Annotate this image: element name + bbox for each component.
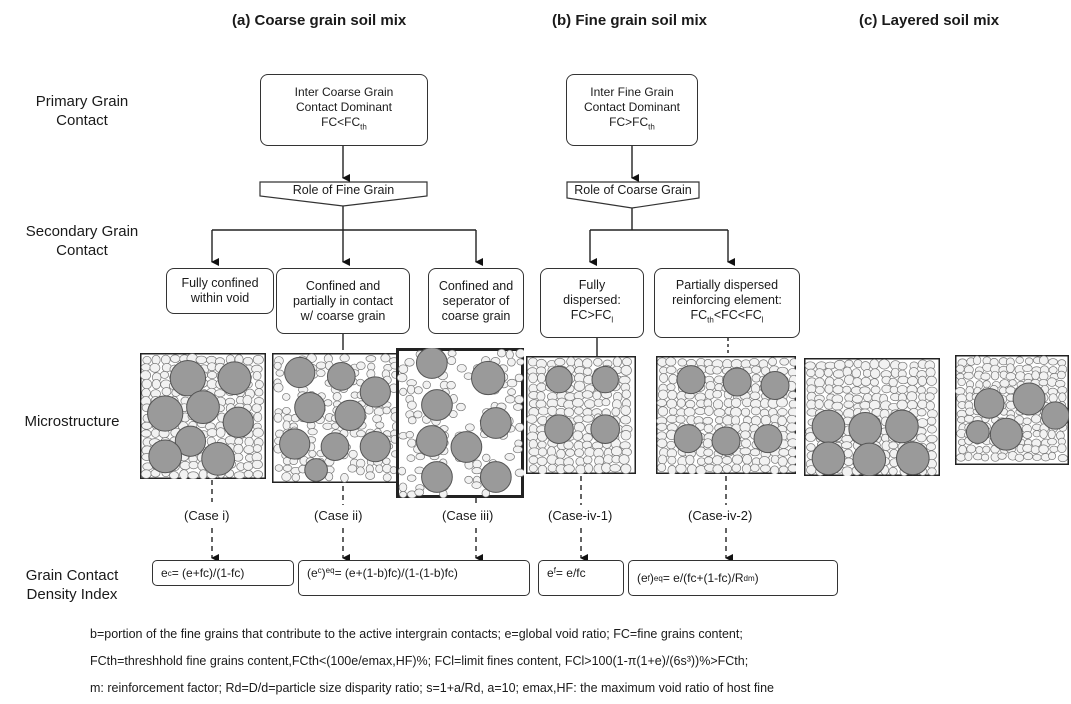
heading-layered-soil-mix: (c) Layered soil mix	[859, 12, 1000, 29]
row-label-microstructure: Microstructure	[2, 412, 142, 431]
eq-text: e	[547, 566, 554, 580]
microstructure-layered-1	[804, 358, 940, 476]
condition-subscript: th	[707, 315, 714, 325]
box-line: dispersed:	[563, 293, 621, 308]
role-of-coarse-grain: Role of Coarse Grain	[574, 183, 692, 197]
role-of-fine-grain: Role of Fine Grain	[292, 183, 395, 197]
secondary-confined-separator-box: Confined and seperator of coarse grain	[428, 268, 524, 334]
condition-text: FC	[690, 308, 708, 323]
eq-text: (e	[637, 571, 648, 585]
microstructure-case-i	[140, 353, 266, 479]
microstructure-case-iv-1	[526, 356, 636, 474]
row-label-line: Primary Grain	[35, 93, 129, 110]
secondary-fully-dispersed-box: Fully dispersed: FC>FCl	[540, 268, 644, 338]
case-label-iv-1: (Case-iv-1)	[548, 508, 613, 523]
microstructure-case-iii	[396, 348, 524, 498]
case-label-iii: (Case iii)	[442, 508, 494, 523]
case-label-i: (Case i)	[184, 508, 230, 523]
box-line: coarse grain	[441, 308, 511, 323]
row-label-line: Microstructure	[24, 413, 120, 430]
box-line: Confined and	[438, 278, 514, 293]
microstructure-layered-2	[955, 355, 1069, 465]
eq-text: e	[161, 566, 168, 580]
secondary-confined-partial-contact-box: Confined and partially in contact w/ coa…	[276, 268, 410, 334]
box-line: Partially dispersed	[675, 278, 779, 293]
eq-text: = e/(fc+(1-fc)/R	[662, 571, 744, 585]
eq-text: )	[649, 571, 654, 585]
heading-coarse-grain-soil-mix: (a) Coarse grain soil mix	[232, 12, 407, 29]
condition-text: FC>FC	[609, 115, 649, 130]
eq-subscript: f	[553, 566, 556, 575]
eq-subscript: eq	[325, 566, 335, 575]
footnote-line-3: m: reinforcement factor; Rd=D/d=particle…	[90, 681, 774, 695]
box-line: partially in contact	[292, 293, 394, 308]
condition-subscript: l	[761, 315, 764, 325]
secondary-partially-dispersed-box: Partially dispersed reinforcing element:…	[654, 268, 800, 338]
primary-fine-contact-box: Inter Fine Grain Contact Dominant FC>FCt…	[566, 74, 698, 146]
box-line: seperator of	[442, 293, 510, 308]
condition-text: FC<FC	[321, 115, 361, 130]
box-line: Contact Dominant	[583, 100, 681, 115]
row-label-line: Density Index	[26, 586, 118, 603]
row-label-secondary-grain-contact: Secondary Grain Contact	[6, 222, 158, 260]
eq-subscript: d	[743, 573, 748, 583]
case-label-iv-2: (Case-iv-2)	[688, 508, 753, 523]
eq-subscript: f	[647, 573, 650, 583]
box-line: Inter Fine Grain	[590, 85, 674, 100]
box-line-condition: FC>FCth	[584, 115, 680, 134]
box-line: Confined and	[305, 278, 381, 293]
eq-text: )	[321, 566, 326, 580]
eq-text: = e/fc	[555, 566, 586, 580]
eq-subscript: eq	[653, 573, 663, 583]
row-label-line: Contact	[56, 242, 108, 259]
footnote-line-2: FCth=threshhold fine grains content,FCth…	[90, 654, 749, 668]
box-line: within void	[190, 291, 250, 305]
eq-subscript: c	[317, 566, 322, 575]
heading-fine-grain-soil-mix: (b) Fine grain soil mix	[552, 12, 708, 29]
condition-subscript: l	[611, 315, 614, 325]
condition-text: <FC<FC	[713, 308, 762, 323]
box-line: Contact Dominant	[295, 100, 393, 115]
eq-text: = (e+fc)/(1-fc)	[171, 566, 245, 580]
box-line: Inter Coarse Grain	[294, 85, 394, 100]
row-label-grain-contact-density-index: Grain Contact Density Index	[2, 566, 142, 604]
row-label-line: Contact	[56, 112, 108, 129]
microstructure-case-ii	[272, 353, 398, 483]
eq-text: = (e+(1-b)fc)/(1-(1-b)fc)	[334, 566, 458, 580]
case-label-ii: (Case ii)	[314, 508, 363, 523]
condition-text: FC>FC	[570, 308, 612, 323]
box-line: Fully confined	[181, 276, 259, 290]
microstructure-case-iv-2	[656, 356, 796, 474]
eq-subscript: c	[167, 568, 172, 578]
row-label-primary-grain-contact: Primary Grain Contact	[12, 92, 152, 130]
box-line: Fully	[578, 278, 606, 293]
secondary-fully-confined-box: Fully confined within void	[166, 268, 274, 314]
box-line-condition: FC<FCth	[295, 115, 394, 134]
row-label-line: Grain Contact	[25, 567, 119, 584]
box-line-condition: FCth<FC<FCl	[672, 308, 782, 328]
row-label-line: Secondary Grain	[25, 223, 139, 240]
box-line-condition: FC>FCl	[563, 308, 621, 328]
footnote-line-1: b=portion of the fine grains that contri…	[90, 627, 743, 641]
eq-text: )	[754, 571, 759, 585]
box-line: w/ coarse grain	[300, 308, 386, 323]
primary-coarse-contact-box: Inter Coarse Grain Contact Dominant FC<F…	[260, 74, 428, 146]
box-line: reinforcing element:	[672, 293, 782, 308]
eq-text: (e	[307, 566, 318, 580]
eq-superscript: m	[747, 573, 755, 583]
condition-subscript: th	[648, 122, 655, 132]
condition-subscript: th	[360, 122, 367, 132]
